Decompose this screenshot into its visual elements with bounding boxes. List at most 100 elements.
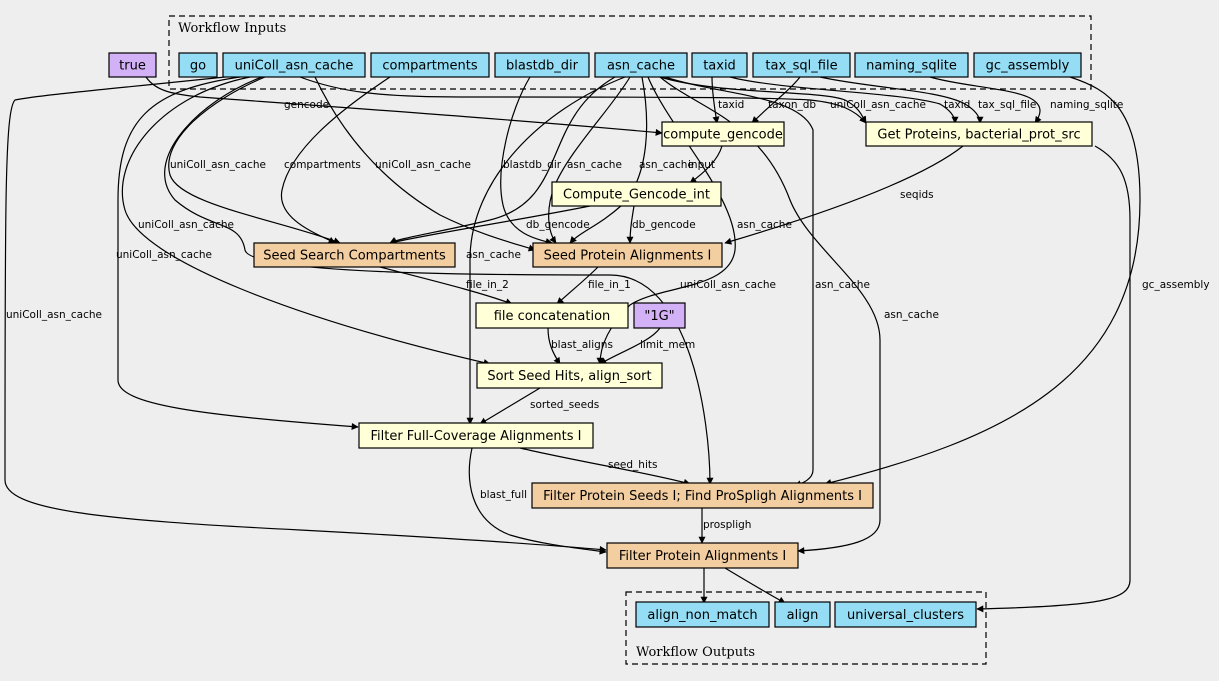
edge-unicoll-seedprot bbox=[314, 76, 536, 252]
edge-fileconcat-sort bbox=[547, 327, 561, 365]
edge-label-db-gencode-a: db_gencode bbox=[526, 219, 590, 231]
node-label: "1G" bbox=[644, 309, 674, 324]
node-align-non-match[interactable]: align_non_match bbox=[635, 601, 770, 628]
node-go[interactable]: go bbox=[178, 52, 218, 78]
edge-true-compute-gencode bbox=[145, 76, 663, 136]
edge-seedprot-fileconcat bbox=[556, 266, 599, 305]
node-box bbox=[606, 542, 799, 569]
node-gc-assembly[interactable]: gc_assembly bbox=[973, 52, 1082, 78]
node-compute-gencode[interactable]: compute_gencode bbox=[661, 121, 785, 147]
edge-label-unicoll-filterprot: uniColl_asn_cache bbox=[6, 309, 102, 321]
node-unicoll[interactable]: uniColl_asn_cache bbox=[222, 52, 366, 78]
node-box bbox=[834, 601, 977, 628]
edge-compute-gencode-int bbox=[689, 145, 723, 184]
node-label: file concatenation bbox=[494, 309, 611, 324]
edge-unicoll-sort bbox=[121, 76, 491, 366]
edge-label-seed-hits: seed_hits bbox=[608, 459, 657, 471]
node-naming[interactable]: naming_sqlite bbox=[854, 52, 969, 78]
node-filter-full[interactable]: Filter Full-Coverage Alignments I bbox=[358, 422, 594, 449]
node-box bbox=[854, 52, 969, 78]
node-compute-gencode-int[interactable]: Compute_Gencode_int bbox=[551, 181, 722, 207]
node-box bbox=[475, 302, 629, 329]
node-compartments[interactable]: compartments bbox=[370, 52, 490, 78]
node-box bbox=[532, 242, 723, 268]
edge-label-gc-assembly: gc_assembly bbox=[1142, 279, 1210, 291]
edge-getprot-universal bbox=[976, 145, 1131, 613]
node-box bbox=[633, 302, 686, 329]
node-label: blastdb_dir bbox=[506, 59, 579, 74]
edge-label-gencode: gencode bbox=[284, 99, 329, 111]
edge-asncache-filterprot bbox=[659, 76, 881, 555]
edge-label-file-in-1: file_in_1 bbox=[588, 279, 631, 291]
edge-label-blast-full: blast_full bbox=[480, 489, 527, 501]
node-label: Seed Search Compartments bbox=[263, 249, 446, 264]
node-label: compartments bbox=[382, 59, 477, 74]
node-label: Filter Full-Coverage Alignments I bbox=[370, 429, 581, 444]
edge-label-asn-cache-seedprot: asn_cache bbox=[567, 159, 622, 171]
node-tax-sql[interactable]: tax_sql_file bbox=[752, 52, 851, 78]
edge-label-blastdb-dir: blastdb_dir bbox=[503, 159, 562, 171]
node-box bbox=[973, 52, 1082, 78]
edge-naming-getprot bbox=[929, 76, 1042, 124]
edge-asncache-seedsearch bbox=[389, 76, 616, 244]
node-box bbox=[774, 601, 831, 628]
node-label: Compute_Gencode_int bbox=[563, 188, 710, 203]
workflow-outputs-cluster: Workflow Outputs bbox=[625, 591, 987, 665]
node-file-concat[interactable]: file concatenation bbox=[475, 302, 629, 329]
node-box bbox=[691, 52, 748, 78]
edge-label-db-gencode-b: db_gencode bbox=[632, 219, 696, 231]
edge-label-prospligh: prospligh bbox=[703, 519, 751, 531]
workflow-inputs-cluster: Workflow Inputs bbox=[168, 15, 1092, 90]
edge-sort-filterfull bbox=[479, 387, 541, 425]
node-box bbox=[661, 121, 785, 147]
edge-filterprot-align bbox=[724, 567, 786, 604]
node-filter-protein[interactable]: Filter Protein Alignments I bbox=[606, 542, 799, 569]
workflow-outputs-label: Workflow Outputs bbox=[636, 645, 755, 660]
edge-label-unicoll-seedsearch: uniColl_asn_cache bbox=[170, 159, 266, 171]
edge-label-tax-sql-file: tax_sql_file bbox=[978, 99, 1036, 111]
node-label: gc_assembly bbox=[986, 59, 1070, 74]
node-universal-clusters[interactable]: universal_clusters bbox=[834, 601, 977, 628]
node-label: Filter Protein Seeds I; Find ProSpligh A… bbox=[543, 489, 862, 504]
node-filter-seeds[interactable]: Filter Protein Seeds I; Find ProSpligh A… bbox=[531, 482, 874, 509]
edge-label-asn-cache-filterseeds: asn_cache bbox=[815, 279, 870, 291]
edge-compartments-seedsearch bbox=[281, 76, 391, 244]
node-one-g[interactable]: "1G" bbox=[633, 302, 686, 329]
edge-label-asn-cache-sort: asn_cache bbox=[737, 219, 792, 231]
edges bbox=[4, 76, 1141, 613]
edge-label-taxid-b: taxid bbox=[944, 99, 970, 111]
edge-asncache-getprot bbox=[659, 76, 867, 124]
edge-label-unicoll-sort: uniColl_asn_cache bbox=[138, 219, 234, 231]
node-align[interactable]: align bbox=[774, 601, 831, 628]
node-label: asn_cache bbox=[607, 59, 675, 74]
edge-label-naming-sqlite: naming_sqlite bbox=[1050, 99, 1123, 111]
node-get-proteins[interactable]: Get Proteins, bacterial_prot_src bbox=[865, 121, 1093, 147]
node-seed-protein[interactable]: Seed Protein Alignments I bbox=[532, 242, 723, 268]
edge-label-asn-cache-seedsearch: asn_cache bbox=[639, 159, 694, 171]
edge-labels: gencode taxid taxon_db uniColl_asn_cache… bbox=[6, 99, 1210, 531]
edge-label-file-in-2: file_in_2 bbox=[466, 279, 509, 291]
node-seed-search[interactable]: Seed Search Compartments bbox=[253, 242, 456, 268]
edge-blastdb-seedprot bbox=[500, 76, 553, 245]
node-box bbox=[551, 181, 722, 207]
node-label: tax_sql_file bbox=[765, 59, 837, 74]
node-label: align_non_match bbox=[647, 608, 757, 623]
edge-taxsql-compute-gencode bbox=[751, 76, 801, 124]
node-true-const[interactable]: true bbox=[108, 52, 157, 78]
edge-gcassembly-filterseeds bbox=[824, 76, 1141, 486]
edge-asncache-filterseeds bbox=[664, 76, 814, 487]
edge-unicoll-filterfull bbox=[117, 76, 359, 431]
node-box bbox=[531, 482, 874, 509]
node-blastdb[interactable]: blastdb_dir bbox=[494, 52, 590, 78]
edge-label-seqids: seqids bbox=[900, 189, 934, 201]
edge-asncache-filterfull bbox=[466, 76, 626, 425]
node-sort-seed[interactable]: Sort Seed Hits, align_sort bbox=[476, 362, 663, 389]
node-box bbox=[635, 601, 770, 628]
node-taxid[interactable]: taxid bbox=[691, 52, 748, 78]
edge-label-limit-mem: limit_mem bbox=[640, 339, 695, 351]
node-label: align bbox=[787, 608, 819, 623]
node-asn-cache[interactable]: asn_cache bbox=[594, 52, 688, 78]
node-box bbox=[476, 362, 663, 389]
